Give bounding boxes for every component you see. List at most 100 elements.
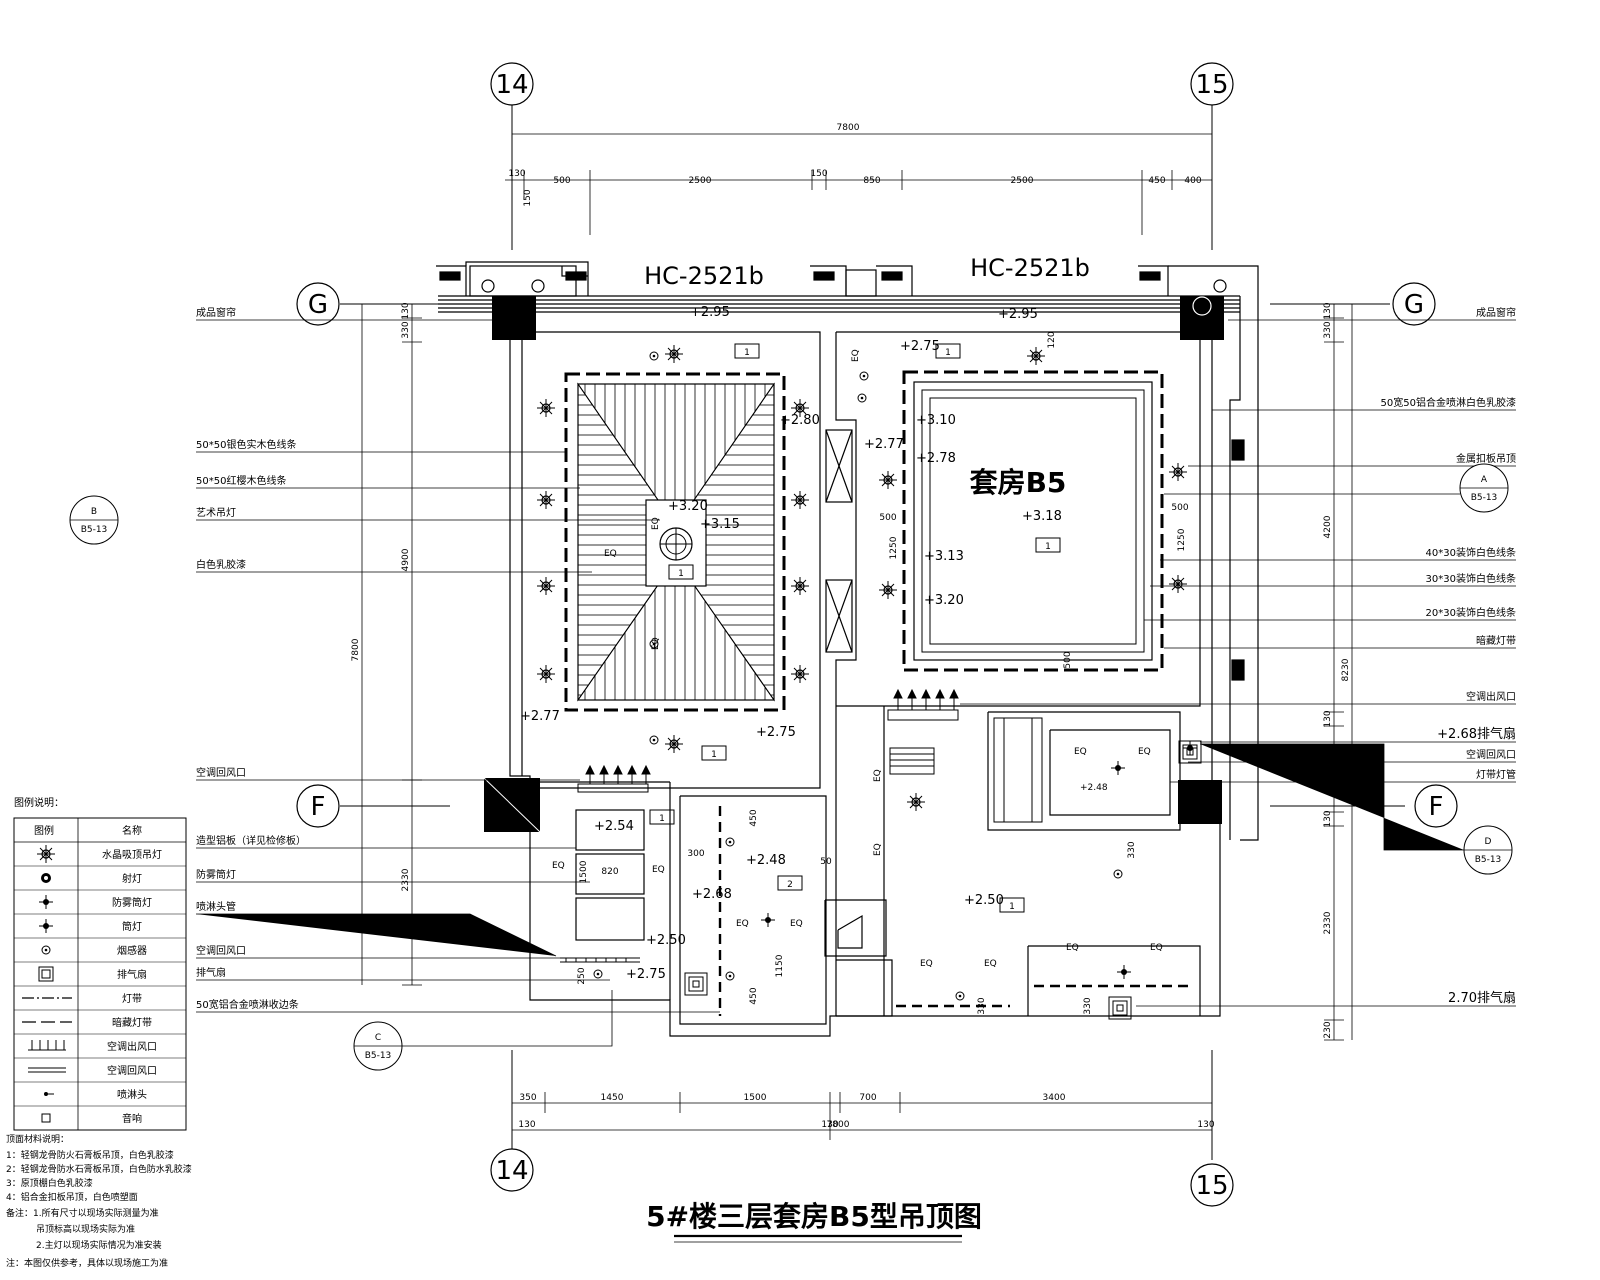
dim-left-5: 250	[577, 967, 587, 984]
svg-text:+2.95: +2.95	[998, 307, 1038, 322]
svg-text:B5-13: B5-13	[365, 1051, 392, 1061]
leader-lines	[196, 319, 1516, 1013]
svg-text:EQ: EQ	[651, 637, 661, 650]
dim-bottom-small-3: 130	[1197, 1120, 1214, 1130]
svg-text:G: G	[308, 290, 328, 320]
svg-text:500: 500	[1063, 651, 1073, 668]
material-notes: 顶面材料说明： 1：轻钢龙骨防火石膏板吊顶，白色乳胶漆 2：轻钢龙骨防水石膏板吊…	[6, 1133, 192, 1269]
svg-text:备注：1.所有尺寸以现场实际测量为准: 备注：1.所有尺寸以现场实际测量为准	[6, 1207, 159, 1219]
svg-text:14: 14	[495, 70, 528, 100]
svg-text:灯带灯管: 灯带灯管	[1476, 768, 1516, 781]
svg-text:F: F	[311, 792, 326, 822]
dim-bottom-2: 1450	[601, 1093, 624, 1103]
legend: 图例说明： 图例 名称	[13, 796, 187, 1131]
svg-text:+2.75: +2.75	[900, 339, 940, 354]
svg-text:暗藏灯带: 暗藏灯带	[112, 1016, 152, 1029]
legend-star-light-icon	[36, 844, 56, 864]
svg-text:EQ: EQ	[920, 959, 933, 969]
svg-text:+2.95: +2.95	[690, 305, 730, 320]
legend-downlight-2-icon	[38, 918, 54, 934]
ac-return-vent-right	[889, 717, 1043, 823]
svg-text:EQ: EQ	[651, 517, 661, 530]
svg-text:330: 330	[977, 997, 987, 1014]
svg-text:筒灯: 筒灯	[122, 920, 142, 933]
svg-text:330: 330	[1127, 841, 1137, 858]
window-tag-right: HC-2521b	[970, 254, 1090, 282]
svg-text:50宽铝合金喷淋收边条: 50宽铝合金喷淋收边条	[196, 998, 299, 1011]
left-dimension-chain	[361, 303, 422, 986]
svg-text:音响: 音响	[122, 1112, 142, 1125]
svg-text:吊顶标高以现场实际为准: 吊顶标高以现场实际为准	[36, 1223, 135, 1235]
axis-bubble-top-15: 15	[1190, 62, 1234, 106]
svg-text:+3.10: +3.10	[916, 413, 956, 428]
svg-text:1: 1	[744, 348, 750, 358]
svg-text:烟感器: 烟感器	[117, 944, 147, 957]
svg-text:水晶吸顶吊灯: 水晶吸顶吊灯	[102, 849, 162, 861]
axis-bubble-right-g: G	[1392, 282, 1436, 326]
svg-text:50*50红樱木色线条: 50*50红樱木色线条	[196, 474, 286, 487]
svg-text:20*30装饰白色线条: 20*30装饰白色线条	[1426, 606, 1516, 619]
floor-plan-walls	[436, 261, 1259, 1037]
svg-text:排气扇: 排气扇	[117, 968, 147, 981]
svg-text:1: 1	[678, 569, 684, 579]
svg-text:C: C	[375, 1033, 381, 1043]
dim-right-7: 2330	[1323, 911, 1333, 934]
dim-right-6: 130	[1323, 810, 1333, 827]
svg-text:+2.48: +2.48	[746, 853, 786, 868]
material-tags: 1 1 1 1 1 1 2 1	[649, 343, 1061, 913]
svg-text:B: B	[91, 507, 97, 517]
right-dimension-chain	[1324, 303, 1353, 1041]
legend-smoke-detector-icon	[41, 945, 51, 955]
svg-text:450: 450	[749, 809, 759, 826]
svg-text:15: 15	[1195, 1171, 1228, 1201]
svg-text:EQ: EQ	[851, 349, 861, 362]
svg-text:空调回风口: 空调回风口	[196, 944, 246, 957]
svg-text:1: 1	[711, 750, 717, 760]
svg-text:EQ: EQ	[873, 843, 883, 856]
dim-bottom-small-1: 130	[518, 1120, 535, 1130]
svg-text:EQ: EQ	[1066, 943, 1079, 953]
svg-text:+2.78: +2.78	[916, 451, 956, 466]
dim-top-overall: 7800	[837, 123, 860, 133]
svg-text:+2.50: +2.50	[646, 933, 686, 948]
column-top-left	[492, 296, 536, 340]
eq-markers: EQ EQ EQ EQ EQ EQ EQ EQ EQ EQ EQ EQ EQ E…	[552, 349, 1163, 969]
axis-bubble-bottom-15: 15	[1190, 1163, 1234, 1207]
bottom-dimension-chain	[511, 1092, 1213, 1140]
axis-bubble-top-14: 14	[490, 62, 534, 106]
legend-supply-vent-icon	[28, 1040, 66, 1051]
svg-text:暗藏灯带: 暗藏灯带	[1476, 634, 1516, 647]
svg-text:1500: 1500	[579, 860, 589, 883]
elevation-labels: +2.95 +2.95 +2.75 +2.80 +3.10 +2.77 +2.7…	[520, 305, 1108, 982]
room-dimension-labels: 500 1250 500 1250 300 450 450 1150 330 3…	[579, 331, 1189, 1014]
dim-right-2: 330	[1323, 321, 1333, 338]
svg-text:+2.77: +2.77	[520, 709, 560, 724]
dim-right-4: 130	[1323, 710, 1333, 727]
dim-right-overall: 8230	[1341, 658, 1351, 681]
axis-bubble-left-f: F	[296, 784, 340, 828]
svg-text:B5-13: B5-13	[1471, 493, 1498, 503]
svg-text:2.主灯以现场实际情况为准安装: 2.主灯以现场实际情况为准安装	[36, 1239, 162, 1251]
svg-text:40*30装饰白色线条: 40*30装饰白色线条	[1426, 546, 1516, 559]
svg-text:+3.18: +3.18	[1022, 509, 1062, 524]
right-callouts: 成品窗帘 50宽50铝合金喷淋白色乳胶漆 金属扣板吊顶 40*30装饰白色线条 …	[1381, 306, 1516, 1006]
ac-supply-vents-top	[887, 688, 959, 721]
svg-text:排气扇: 排气扇	[196, 966, 226, 979]
svg-text:空调出风口: 空调出风口	[1466, 690, 1516, 703]
svg-text:+3.20: +3.20	[924, 593, 964, 608]
svg-text:EQ: EQ	[604, 549, 617, 559]
svg-text:EQ: EQ	[984, 959, 997, 969]
legend-spot-light-icon	[41, 873, 51, 883]
column-top-right-mark	[1192, 296, 1212, 316]
svg-text:注：本图仅供参考，具体以现场施工为准: 注：本图仅供参考，具体以现场施工为准	[6, 1257, 168, 1269]
dim-top-8: 400	[1184, 176, 1201, 186]
window-tag-left: HC-2521b	[644, 262, 764, 290]
svg-text:B5-13: B5-13	[1475, 855, 1502, 865]
left-callouts: 成品窗帘 50*50银色实木色线条 50*50红樱木色线条 艺术吊灯 白色乳胶漆…	[196, 306, 306, 1011]
svg-text:4：铝合金扣板吊顶，白色喷塑面: 4：铝合金扣板吊顶，白色喷塑面	[6, 1191, 138, 1203]
svg-text:灯带: 灯带	[122, 993, 142, 1005]
svg-text:14: 14	[495, 1156, 528, 1186]
svg-text:30*30装饰白色线条: 30*30装饰白色线条	[1426, 572, 1516, 585]
svg-text:EQ: EQ	[1150, 943, 1163, 953]
svg-text:射灯: 射灯	[122, 873, 142, 885]
